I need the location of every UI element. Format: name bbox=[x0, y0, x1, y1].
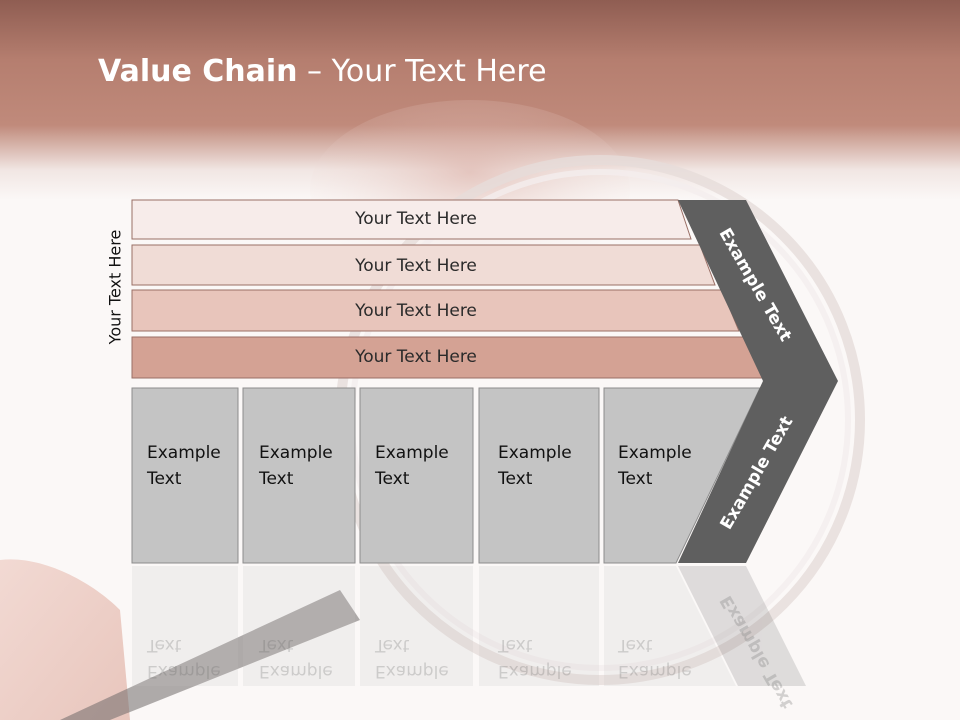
support-row-1 bbox=[131, 199, 692, 240]
hand-shape bbox=[0, 559, 130, 720]
support-row-2-label: Your Text Here bbox=[355, 256, 477, 276]
diagram-reflection bbox=[132, 566, 806, 686]
support-row-4-label: Your Text Here bbox=[355, 347, 477, 367]
margin-chevron bbox=[678, 200, 838, 563]
activity-box-4 bbox=[478, 387, 600, 564]
activity-box-3 bbox=[359, 387, 474, 564]
support-row-3 bbox=[131, 289, 740, 332]
activity-box-5 bbox=[603, 387, 761, 564]
page-title: Value Chain – Your Text Here bbox=[98, 54, 547, 89]
magnifier-handle bbox=[60, 590, 360, 720]
support-row-2 bbox=[131, 244, 716, 286]
activity-box-1 bbox=[131, 387, 239, 564]
activity-box-2 bbox=[242, 387, 356, 564]
support-row-3-label: Your Text Here bbox=[355, 301, 477, 321]
support-row-1-label: Your Text Here bbox=[355, 209, 477, 229]
